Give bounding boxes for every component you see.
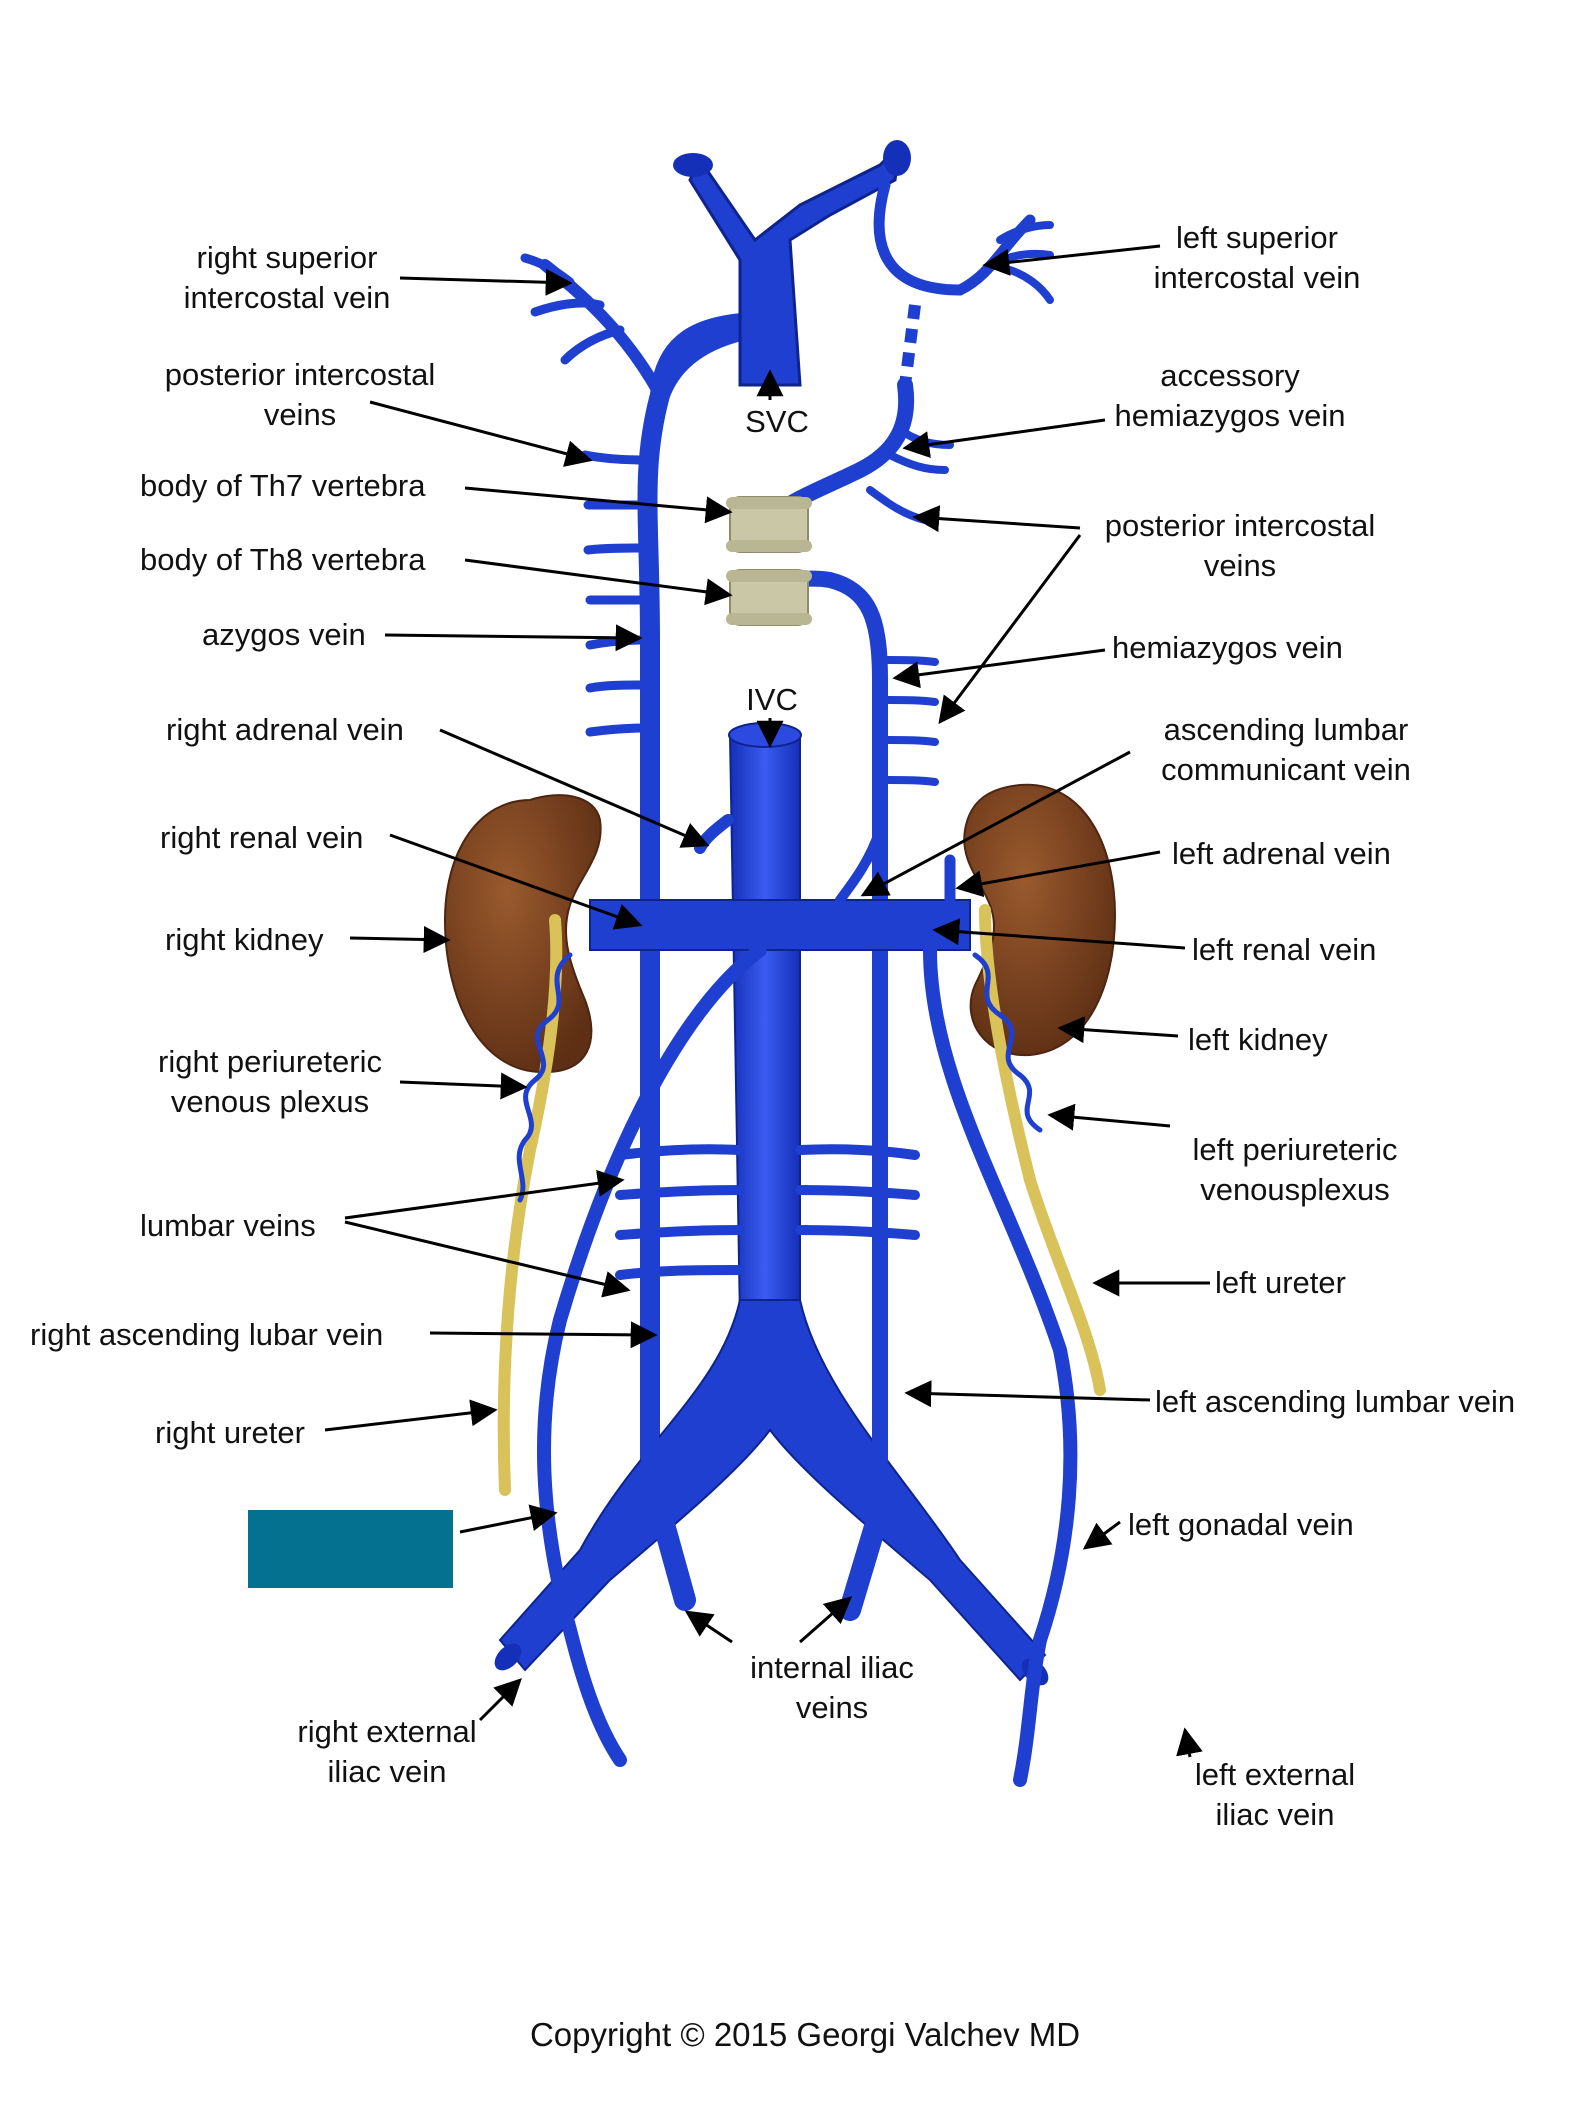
label-left-adrenal: left adrenal vein — [1172, 836, 1391, 871]
label-left-ureter: left ureter — [1215, 1265, 1346, 1300]
left-internal-iliac-vein — [839, 1499, 891, 1621]
label-ascending-lumbar-communicant-1: ascending lumbar — [1164, 712, 1409, 747]
label-internal-iliac-1: internal iliac — [750, 1650, 914, 1685]
label-svc: SVC — [745, 404, 809, 439]
left-kidney — [963, 783, 1117, 1057]
label-th8: body of Th8 vertebra — [140, 542, 426, 577]
copyright: Copyright © 2015 Georgi Valchev MD — [530, 2016, 1080, 2053]
label-posterior-intercostal-right-2: veins — [264, 397, 336, 432]
label-hemiazygos: hemiazygos vein — [1112, 630, 1343, 665]
label-ascending-lumbar-communicant-2: communicant vein — [1161, 752, 1411, 787]
right-kidney — [443, 794, 602, 1074]
label-left-superior-intercostal-1: left superior — [1176, 220, 1338, 255]
label-left-ascending-lumbar: left ascending lumbar vein — [1155, 1384, 1515, 1419]
label-th7: body of Th7 vertebra — [140, 468, 426, 503]
label-left-superior-intercostal-2: intercostal vein — [1154, 260, 1361, 295]
label-right-ascending-lumbar: right ascending lubar vein — [30, 1317, 383, 1352]
hidden-label-box — [248, 1510, 453, 1588]
th8-vertebra — [726, 569, 812, 626]
label-right-kidney: right kidney — [165, 922, 324, 957]
label-right-superior-intercostal-2: intercostal vein — [184, 280, 391, 315]
common-iliac-veins — [498, 1299, 1047, 1682]
label-right-external-iliac-1: right external — [297, 1714, 476, 1749]
label-right-superior-intercostal-1: right superior — [197, 240, 378, 275]
pointer-arrows — [324, 244, 1210, 1758]
label-left-periureteric-1: left periureteric — [1192, 1132, 1397, 1167]
vessel-drawing — [443, 140, 1117, 1787]
label-left-renal: left renal vein — [1192, 932, 1376, 967]
th7-vertebra — [726, 496, 812, 553]
label-internal-iliac-2: veins — [796, 1690, 868, 1725]
label-posterior-intercostal-left-2: veins — [1204, 548, 1276, 583]
label-ivc: IVC — [746, 682, 798, 717]
right-ureter — [497, 914, 563, 1496]
label-posterior-intercostal-left-1: posterior intercostal — [1105, 508, 1376, 543]
svc — [688, 140, 903, 387]
left-gonadal-vein — [923, 943, 1078, 1787]
label-left-external-iliac-2: iliac vein — [1216, 1797, 1335, 1832]
label-right-periureteric-1: right periureteric — [158, 1044, 382, 1079]
right-internal-iliac-vein — [649, 1499, 696, 1611]
label-azygos: azygos vein — [202, 617, 366, 652]
label-right-external-iliac-2: iliac vein — [328, 1754, 447, 1789]
label-right-periureteric-2: venous plexus — [171, 1084, 369, 1119]
right-gonadal-vein — [537, 943, 767, 1767]
label-right-adrenal: right adrenal vein — [166, 712, 404, 747]
label-right-ureter: right ureter — [155, 1415, 305, 1450]
label-posterior-intercostal-right-1: posterior intercostal — [165, 357, 436, 392]
label-lumbar-veins: lumbar veins — [140, 1208, 316, 1243]
label-left-kidney: left kidney — [1188, 1022, 1328, 1057]
renal-veins — [589, 899, 971, 951]
label-accessory-hemiazygos-2: hemiazygos vein — [1115, 398, 1346, 433]
right-superior-intercostal-vein — [539, 259, 666, 401]
anatomy-labels: right superior intercostal vein left sup… — [30, 220, 1515, 2053]
label-accessory-hemiazygos-1: accessory — [1160, 358, 1300, 393]
label-left-periureteric-2: venousplexus — [1200, 1172, 1390, 1207]
right-posterior-intercostal-veins — [580, 450, 650, 737]
label-right-renal: right renal vein — [160, 820, 363, 855]
label-left-gonadal: left gonadal vein — [1128, 1507, 1354, 1542]
left-periureteric-venous-plexus — [972, 952, 1043, 1133]
left-posterior-intercostal-veins — [881, 656, 939, 786]
label-left-external-iliac-1: left external — [1195, 1757, 1355, 1792]
right-periureteric-venous-plexus — [516, 952, 573, 1203]
lumbar-veins — [615, 1144, 920, 1280]
